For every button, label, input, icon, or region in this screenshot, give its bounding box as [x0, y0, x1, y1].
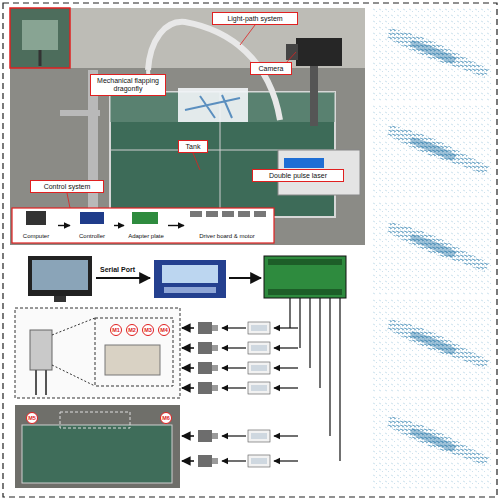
serial-arrow — [96, 277, 150, 279]
cad-box — [15, 308, 180, 398]
node-text: Computer — [23, 233, 49, 240]
callout-box: Light-path system — [212, 12, 298, 25]
callout-box: Double pulse laser — [252, 169, 344, 182]
callout-box: Mechanical flapping dragonfly — [90, 74, 166, 96]
bus-arrow — [229, 277, 261, 279]
driver-board-icon — [264, 256, 346, 298]
icon-label: Computer — [14, 210, 58, 241]
callout-number: M1 — [110, 324, 122, 336]
lab-photo — [10, 8, 365, 245]
callout-number: M6 — [160, 412, 172, 424]
node-text: M3 — [144, 327, 152, 333]
callout-box: Tank — [178, 140, 208, 153]
controller-icon — [154, 260, 226, 298]
node-text: Double pulse laser — [269, 172, 327, 180]
callout-box: Control system — [30, 180, 104, 193]
callout-number: M2 — [126, 324, 138, 336]
node-text: Controller — [79, 233, 105, 240]
node-text: Adapter plate — [128, 233, 164, 240]
flow-arrow — [58, 225, 70, 226]
tank-photo — [15, 405, 180, 488]
computer-icon — [28, 256, 92, 302]
cad-model — [30, 318, 173, 395]
node-text: M5 — [28, 415, 36, 421]
node-text: Tank — [186, 143, 201, 151]
callout-number: M5 — [26, 412, 38, 424]
icon-label: Adapter plate — [124, 210, 168, 241]
node-text: Camera — [259, 65, 284, 73]
node-text: M2 — [128, 327, 136, 333]
control-inset — [12, 208, 274, 243]
node-text: M6 — [162, 415, 170, 421]
callout-box: Camera — [250, 62, 292, 75]
node-text: Mechanical flapping dragonfly — [93, 77, 163, 92]
callout-number: M3 — [142, 324, 154, 336]
callout-number: M4 — [158, 324, 170, 336]
inset-icons — [26, 211, 266, 225]
icon-label: Controller — [70, 210, 114, 241]
flow-arrow — [114, 225, 124, 226]
flow-arrow — [168, 225, 184, 226]
node-text: M4 — [160, 327, 168, 333]
node-text: M1 — [112, 327, 120, 333]
node-text: Driver board & motor — [199, 233, 255, 240]
port-label: Serial Port — [100, 266, 135, 273]
piv-panels — [372, 8, 492, 489]
node-text: Light-path system — [227, 15, 282, 23]
icon-label: Driver board & motor — [184, 210, 270, 241]
node-text: Control system — [44, 183, 91, 191]
motor-rows — [182, 322, 298, 467]
outer-border — [3, 3, 497, 497]
